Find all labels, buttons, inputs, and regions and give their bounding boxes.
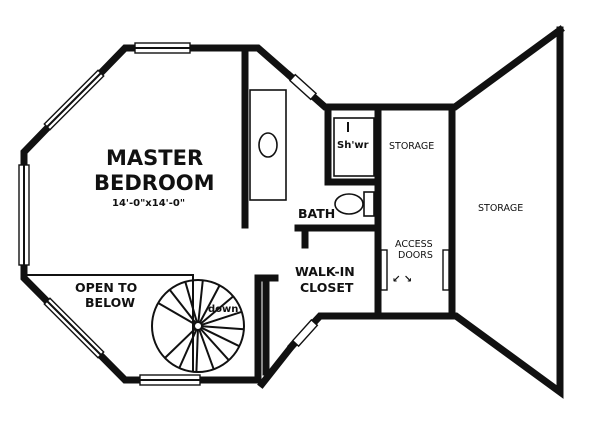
stair-tread bbox=[200, 295, 234, 325]
toilet-tank bbox=[363, 191, 375, 217]
stair-tread bbox=[201, 325, 244, 331]
access-doors-label-2: DOORS bbox=[398, 250, 433, 261]
stair-tread bbox=[201, 310, 243, 326]
sink bbox=[258, 132, 278, 158]
access-doors-label-1: ACCESS bbox=[395, 239, 433, 250]
open-to-below-label-2: BELOW bbox=[85, 295, 135, 310]
shower-label: Sh'wr bbox=[337, 140, 369, 151]
master-bedroom-label-2: BEDROOM bbox=[94, 171, 215, 195]
stair-tread bbox=[195, 329, 199, 373]
bath-fixtures bbox=[249, 89, 375, 217]
outer-walls bbox=[20, 25, 565, 399]
room-labels: MASTER BEDROOM 14'-0"x14'-0" OPEN TO BEL… bbox=[75, 140, 523, 315]
spiral-stair bbox=[151, 279, 245, 373]
stair-tread bbox=[199, 284, 221, 323]
storage-small-label: STORAGE bbox=[389, 141, 434, 152]
stair-tread bbox=[198, 329, 215, 370]
stair-down-label: down bbox=[208, 304, 238, 315]
storage-large-label: STORAGE bbox=[478, 203, 523, 214]
master-bedroom-label-1: MASTER bbox=[106, 146, 203, 170]
access-doors-arrows: ↙ ↘ bbox=[392, 274, 412, 285]
open-to-below-label-1: OPEN TO bbox=[75, 280, 137, 295]
toilet-bowl bbox=[334, 193, 364, 215]
stair-tread bbox=[178, 329, 198, 369]
stair-tread bbox=[201, 326, 240, 348]
master-bedroom-size: 14'-0"x14'-0" bbox=[112, 198, 185, 209]
stair-tread bbox=[197, 280, 204, 323]
stair-tread bbox=[157, 302, 196, 325]
walk-in-closet-label-1: WALK-IN bbox=[295, 264, 355, 279]
stair-tread bbox=[168, 289, 197, 324]
stair-tread bbox=[184, 281, 198, 323]
windows bbox=[18, 42, 319, 386]
stair-tread bbox=[164, 328, 196, 359]
access-doors bbox=[380, 249, 450, 291]
shower-stall bbox=[333, 117, 375, 177]
stair-tread bbox=[199, 328, 230, 361]
walk-in-closet-label-2: CLOSET bbox=[300, 280, 354, 295]
bath-label: BATH bbox=[298, 206, 335, 221]
